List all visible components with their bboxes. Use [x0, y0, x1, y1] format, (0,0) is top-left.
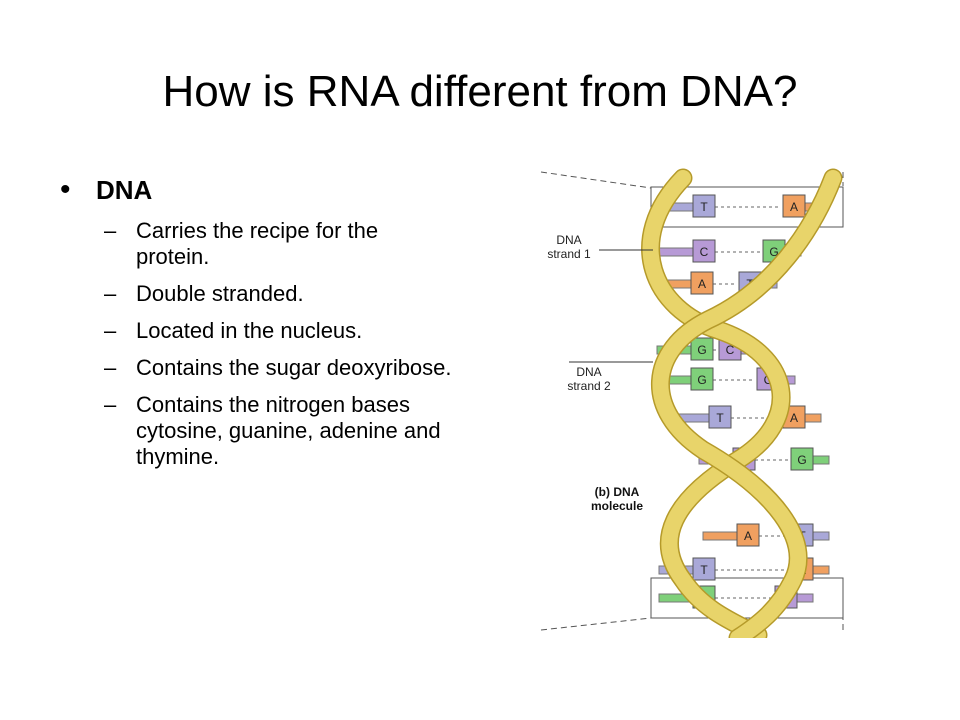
molecule-label: (b) DNA [595, 485, 640, 499]
base-stem [658, 247, 694, 257]
base-letter: G [697, 343, 706, 357]
dna-strand-ribbon [642, 170, 790, 638]
dash-icon: – [104, 355, 117, 380]
nucleotide-base-block [690, 367, 714, 391]
sub-point-text: Carries the recipe for the protein. [136, 218, 379, 269]
base-letter: G [769, 245, 778, 259]
zoom-guide-line [540, 171, 652, 189]
zoom-guide-line [540, 617, 652, 631]
base-letter: A [790, 411, 798, 425]
sub-point-text: Located in the nucleus. [136, 318, 363, 343]
nucleotide-base-block [690, 271, 714, 295]
sub-point: – Contains the nitrogen bases cytosine, … [104, 392, 460, 470]
strand1-label: strand 1 [547, 247, 591, 261]
nucleotide-base-block [692, 239, 716, 263]
base-letter: A [790, 200, 798, 214]
dash-icon: – [104, 392, 117, 417]
base-stem [702, 531, 738, 541]
base-letter: A [698, 277, 706, 291]
sub-point-text: Contains the sugar deoxyribose. [136, 355, 452, 380]
base-letter: T [716, 411, 724, 425]
bullet-dot-icon: • [60, 173, 71, 206]
dash-icon: – [104, 318, 117, 343]
strand1-label: DNA [556, 233, 581, 247]
content-area: • DNA – Carries the recipe for the prote… [60, 170, 460, 481]
sub-point: – Carries the recipe for the protein. [104, 218, 460, 270]
dna-strand-ribbon [652, 170, 841, 638]
base-letter: G [697, 373, 706, 387]
nucleotide-base-block [782, 194, 806, 218]
nucleotide-base-block [708, 405, 732, 429]
base-letter: C [726, 343, 735, 357]
base-letter: G [797, 453, 806, 467]
base-letter: A [744, 529, 752, 543]
nucleotide-base-block [690, 337, 714, 361]
section-heading: DNA [96, 175, 153, 205]
sub-point: – Double stranded. [104, 281, 460, 307]
dash-icon: – [104, 218, 117, 243]
dash-icon: – [104, 281, 117, 306]
slide-title: How is RNA different from DNA? [162, 67, 798, 116]
nucleotide-base-block [790, 447, 814, 471]
highlight-box-bottom [650, 577, 844, 619]
nucleotide-base-block [692, 194, 716, 218]
sub-point-text: Contains the nitrogen bases cytosine, gu… [136, 392, 441, 469]
nucleotide-base-block [692, 557, 716, 581]
nucleotide-base-block [736, 523, 760, 547]
base-letter: C [700, 245, 709, 259]
sub-point: – Contains the sugar deoxyribose. [104, 355, 460, 381]
molecule-label: molecule [591, 499, 643, 513]
base-letter: T [700, 563, 708, 577]
base-letter: T [700, 200, 708, 214]
section-bullet: • DNA [60, 170, 460, 210]
sub-point-list: – Carries the recipe for the protein. – … [60, 218, 460, 470]
strand2-label: DNA [576, 365, 601, 379]
strand2-label: strand 2 [567, 379, 611, 393]
sub-point-text: Double stranded. [136, 281, 304, 306]
sub-point: – Located in the nucleus. [104, 318, 460, 344]
